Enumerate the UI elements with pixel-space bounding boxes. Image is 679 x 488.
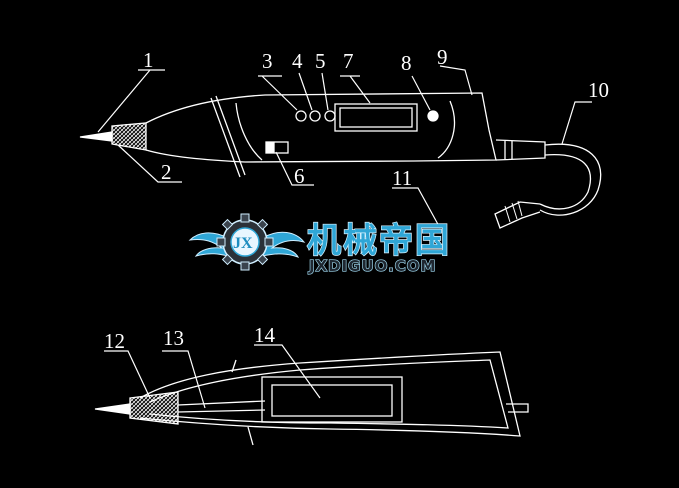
pen-body <box>145 92 497 163</box>
probe-nose-hatched <box>111 122 147 151</box>
leader-lines-top <box>97 65 592 229</box>
leader-9 <box>439 65 473 96</box>
leader-11 <box>392 187 441 229</box>
pocket-clip <box>210 95 246 178</box>
section-shell-inner <box>149 359 509 429</box>
button-3 <box>295 110 307 122</box>
indicator-led <box>427 110 439 122</box>
panel-right-curve <box>437 100 456 159</box>
test-cable <box>539 143 602 216</box>
watermark: JX 机械帝国 JXDIGUO.COM <box>188 213 451 276</box>
callout-4: 4 <box>292 49 303 73</box>
probe-tip <box>79 131 113 142</box>
leader-10 <box>561 101 592 145</box>
callout-9: 9 <box>437 45 448 69</box>
cable-connector <box>494 201 541 229</box>
leader-3 <box>258 75 298 111</box>
section-shell-outer <box>139 351 521 437</box>
section-clip-bottom <box>247 426 254 446</box>
section-pcb-board <box>271 384 393 417</box>
leader-1 <box>97 69 165 133</box>
leader-lines-bottom <box>104 344 321 409</box>
callout-3: 3 <box>262 49 273 73</box>
leader-13 <box>162 350 206 409</box>
watermark-gear-icon: JX <box>216 213 274 271</box>
button-4 <box>309 110 321 122</box>
section-view <box>94 351 529 446</box>
leader-4 <box>298 72 313 111</box>
leader-8 <box>411 75 431 111</box>
section-tail <box>506 403 529 413</box>
leader-7 <box>340 75 371 104</box>
slide-switch-knob <box>266 142 275 153</box>
panel-recess <box>235 102 263 161</box>
callout-12: 12 <box>104 329 125 353</box>
connector-grip <box>504 200 523 223</box>
callout-14: 14 <box>254 323 276 347</box>
watermark-latin: JXDIGUO.COM <box>308 257 436 275</box>
tail-tube-rings <box>504 141 513 159</box>
section-pcb-housing <box>261 376 403 423</box>
callout-1: 1 <box>143 48 154 72</box>
section-probe-tip <box>94 403 131 415</box>
section-conductor <box>177 400 266 413</box>
button-5 <box>324 110 336 122</box>
leader-6 <box>275 151 314 186</box>
callout-2: 2 <box>161 160 172 184</box>
watermark-logo-letters: JX <box>233 235 253 252</box>
callout-7: 7 <box>343 49 354 73</box>
callout-labels-top: 1 2 3 4 5 7 8 9 6 10 11 <box>143 45 609 190</box>
leader-12 <box>104 350 151 399</box>
lcd-display-outer <box>334 103 418 132</box>
callout-13: 13 <box>163 326 184 350</box>
callout-11: 11 <box>392 166 412 190</box>
lcd-display-inner <box>339 107 413 128</box>
leader-14 <box>254 344 321 399</box>
callout-10: 10 <box>588 78 609 102</box>
callout-8: 8 <box>401 51 412 75</box>
callout-labels-bottom: 12 13 14 <box>104 323 276 353</box>
top-view <box>79 92 602 229</box>
section-clip-top <box>231 359 237 373</box>
watermark-chinese: 机械帝国 <box>307 221 451 261</box>
tail-tube <box>495 139 546 161</box>
leader-2 <box>117 144 182 183</box>
leader-5 <box>321 72 329 111</box>
callout-6: 6 <box>294 164 305 188</box>
callout-5: 5 <box>315 49 326 73</box>
